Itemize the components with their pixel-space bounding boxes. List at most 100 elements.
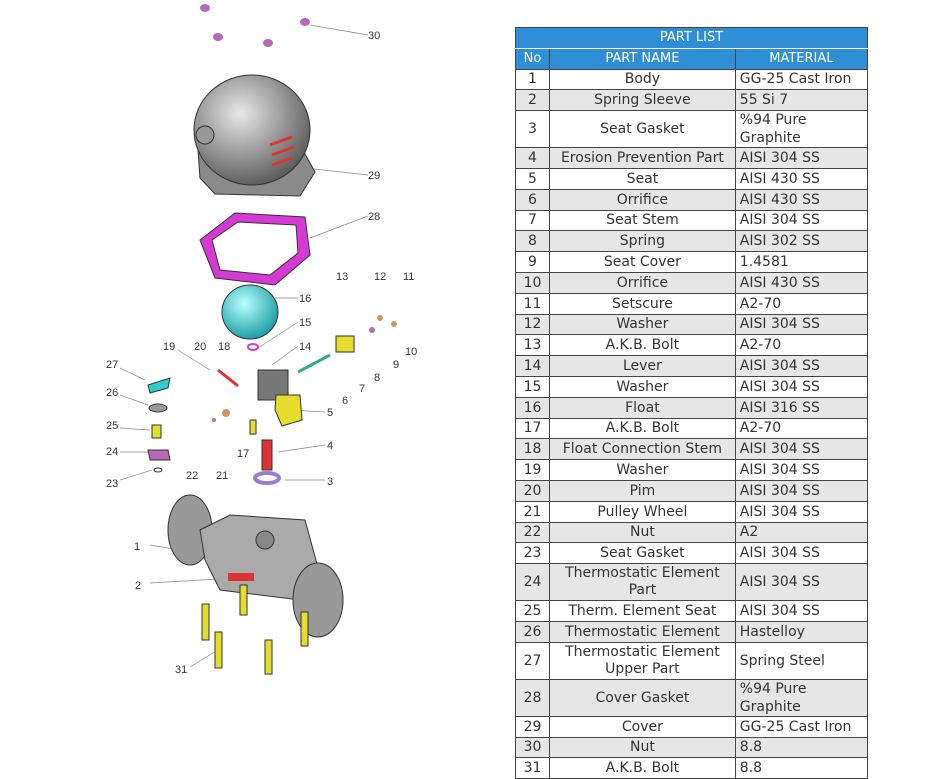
part-number: 22	[514, 521, 551, 544]
part-number: 31	[514, 757, 551, 779]
float	[221, 284, 279, 340]
svg-text:6: 6	[342, 395, 348, 407]
part-material: Hastelloy	[734, 620, 869, 643]
svg-text:7: 7	[359, 383, 365, 395]
part-number: 26	[514, 620, 551, 643]
part-material: AISI 430 SS	[734, 271, 869, 294]
part-number: 11	[514, 292, 551, 315]
part-material: 8.8	[734, 736, 869, 759]
exploded-view-diagram: 1 2 3 4 5 6 7 8 9 10 11 12 13 14 15 16 1…	[106, 4, 417, 676]
part-material: A2	[734, 521, 869, 544]
part-material: %94 Pure Graphite	[734, 110, 869, 149]
part-material: AISI 304 SS	[734, 542, 869, 565]
svg-text:16: 16	[299, 293, 311, 305]
nuts	[200, 4, 310, 47]
column-header-part-name: PART NAME	[549, 47, 736, 70]
part-name: Orrifice	[549, 271, 736, 294]
svg-text:30: 30	[368, 30, 380, 42]
part-name: Float Connection Stem	[549, 438, 736, 461]
part-number: 17	[514, 417, 551, 440]
part-name: Washer	[549, 459, 736, 481]
part-name: Seat	[549, 167, 736, 190]
part-name: Spring Sleeve	[549, 89, 736, 112]
svg-text:23: 23	[106, 478, 118, 490]
part-number: 28	[514, 678, 551, 717]
part-material: A2-70	[734, 417, 869, 440]
svg-text:8: 8	[374, 372, 380, 384]
svg-text:25: 25	[106, 420, 118, 432]
part-name: Seat Cover	[549, 251, 736, 273]
callout-numbers: 1 2 3 4 5 6 7 8 9 10 11 12 13 14 15 16 1…	[106, 30, 417, 676]
part-number: 2	[514, 89, 551, 112]
part-material: Spring Steel	[734, 641, 869, 680]
svg-text:19: 19	[163, 341, 175, 353]
part-material: AISI 430 SS	[734, 188, 869, 211]
svg-text:27: 27	[106, 359, 118, 371]
part-material: AISI 304 SS	[734, 600, 869, 622]
part-name: Cover Gasket	[549, 678, 736, 717]
part-name: Spring	[549, 230, 736, 253]
part-name: Orrifice	[549, 188, 736, 211]
part-name: Thermostatic Element Part	[549, 563, 736, 602]
part-number: 3	[514, 110, 551, 149]
svg-text:26: 26	[106, 387, 118, 399]
part-number: 25	[514, 600, 551, 622]
part-number: 19	[514, 459, 551, 481]
part-name: Washer	[549, 375, 736, 398]
part-number: 14	[514, 355, 551, 377]
part-material: AISI 304 SS	[734, 479, 869, 502]
part-name: A.K.B. Bolt	[549, 334, 736, 357]
part-number: 6	[514, 188, 551, 211]
svg-text:5: 5	[327, 407, 333, 419]
part-material: AISI 304 SS	[734, 313, 869, 336]
part-number: 30	[514, 736, 551, 759]
part-name: Float	[549, 396, 736, 419]
mechanism	[147, 315, 397, 485]
part-material: 8.8	[734, 757, 869, 779]
column-header-material: MATERIAL	[734, 47, 869, 70]
part-name: Cover	[549, 715, 736, 738]
svg-text:11: 11	[403, 271, 414, 283]
part-name: Pulley Wheel	[549, 500, 736, 523]
part-name: Pim	[549, 479, 736, 502]
part-material: 55 Si 7	[734, 89, 869, 112]
part-material: AISI 304 SS	[734, 355, 869, 377]
svg-text:12: 12	[374, 271, 386, 283]
part-material: AISI 304 SS	[734, 375, 869, 398]
part-name: Thermostatic Element	[549, 620, 736, 643]
part-number: 10	[514, 271, 551, 294]
svg-text:17: 17	[237, 448, 249, 460]
part-number: 18	[514, 438, 551, 461]
part-number: 27	[514, 641, 551, 680]
part-material: %94 Pure Graphite	[734, 678, 869, 717]
part-number: 13	[514, 334, 551, 357]
part-name: Seat Gasket	[549, 542, 736, 565]
part-name: Seat Stem	[549, 209, 736, 232]
svg-text:18: 18	[218, 341, 230, 353]
svg-text:28: 28	[368, 211, 380, 223]
part-number: 5	[514, 167, 551, 190]
svg-text:20: 20	[194, 341, 206, 353]
part-material: AISI 304 SS	[734, 459, 869, 481]
part-material: AISI 316 SS	[734, 396, 869, 419]
part-material: AISI 304 SS	[734, 500, 869, 523]
